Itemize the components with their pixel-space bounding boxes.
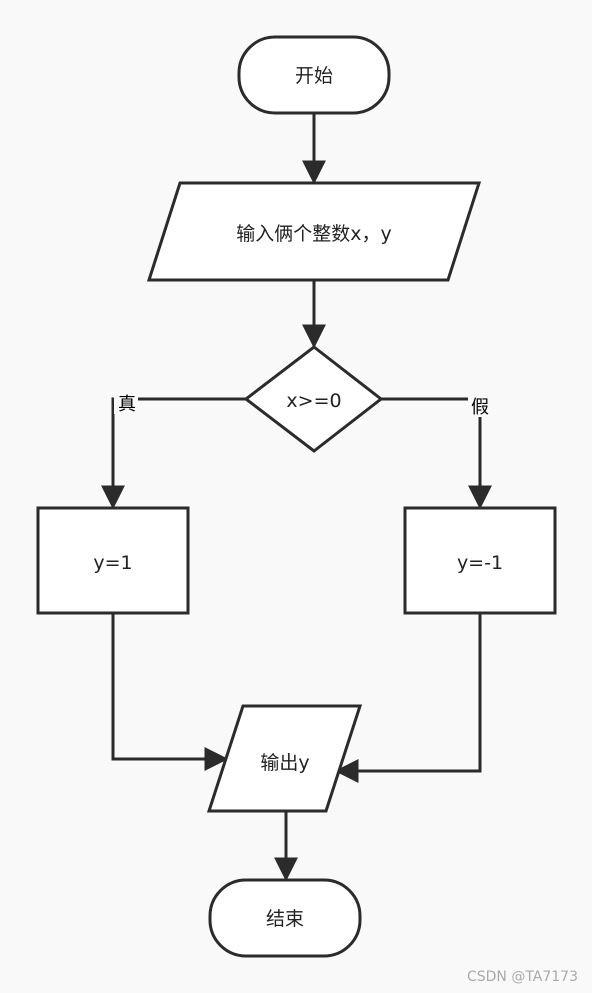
input-label: 输入俩个整数x，y [236,223,392,245]
output-parallelogram [206,704,363,813]
decision-diamond [243,345,384,453]
true-branch-label: 真 [118,394,136,415]
decision-label: x>=0 [286,390,341,412]
edge-false-to-output [334,613,482,783]
edge-decision-true [101,397,246,510]
end-terminator [208,878,362,958]
output-label: 输出y [260,752,309,774]
start-label: 开始 [295,65,333,87]
assign-false-label: y=-1 [457,552,503,574]
false-branch-label: 假 [471,397,489,418]
assign-true-label: y=1 [93,552,132,574]
assign-true-process [36,506,190,615]
end-label: 结束 [266,908,304,930]
input-parallelogram [146,181,482,282]
assign-false-process [403,506,557,615]
edge-decision-false [381,397,492,510]
start-terminator [237,35,391,115]
edge-true-to-output [111,613,229,771]
watermark-text: CSDN @TA7173 [467,969,578,985]
